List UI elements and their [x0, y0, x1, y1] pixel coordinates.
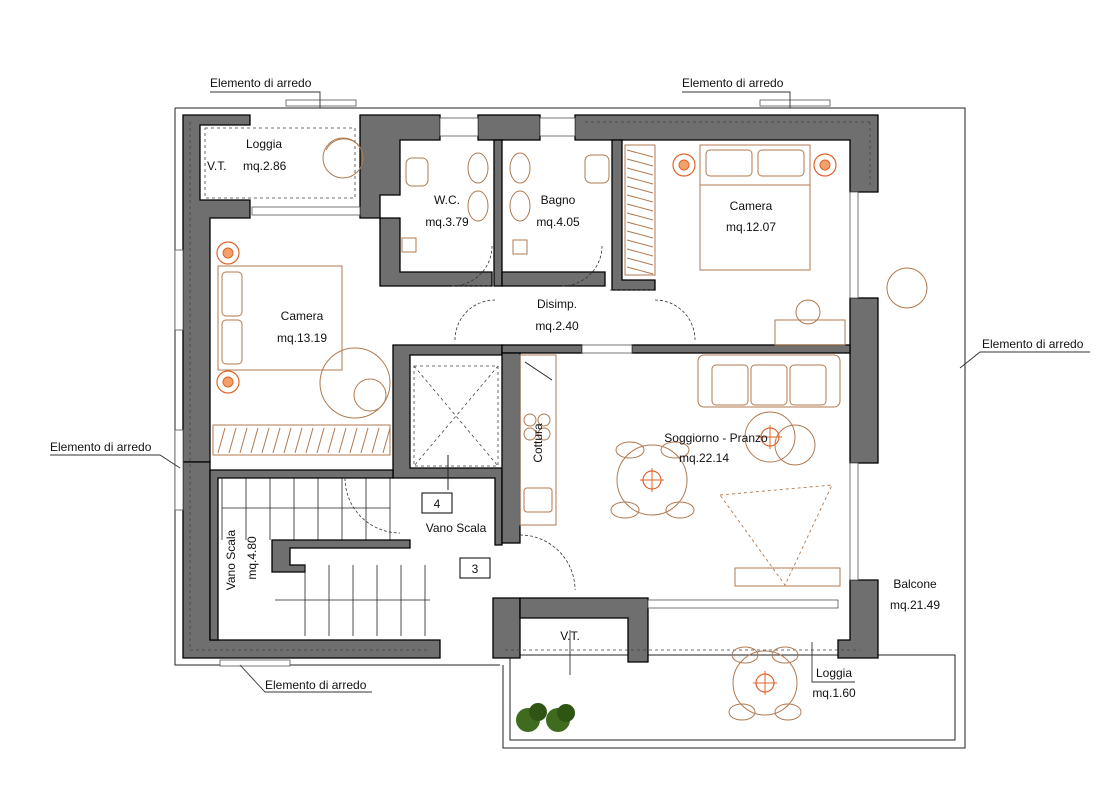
- staircase: [221, 478, 430, 636]
- label-disimp: Disimp.: [537, 297, 577, 311]
- area-soggiorno: mq.22.14: [679, 451, 729, 465]
- label-vano-scala-center: Vano Scala: [426, 521, 487, 535]
- elevator-shaft: [413, 365, 499, 490]
- callout-bottom: Elemento di arredo: [265, 678, 367, 692]
- wardrobe-hanger: [316, 427, 325, 454]
- label-camera-ne: Camera: [730, 199, 773, 213]
- area-bagno: mq.4.05: [536, 215, 580, 229]
- wardrobe-hanger: [626, 158, 654, 167]
- wardrobe-hanger: [626, 257, 654, 266]
- wardrobe-hanger: [327, 427, 336, 454]
- callout-left: Elemento di arredo: [50, 440, 152, 454]
- area-vano-scala-stairs: mq.4.80: [245, 536, 259, 580]
- wardrobe-hanger: [626, 212, 654, 221]
- wardrobe-w: [212, 424, 391, 456]
- kitchen-counter: [519, 354, 557, 526]
- exterior-walls: [182, 114, 879, 663]
- wardrobe-hanger: [272, 427, 281, 454]
- wardrobe-ne: [624, 144, 656, 276]
- area-disimp: mq.2.40: [535, 319, 579, 333]
- loggia-table: [728, 646, 802, 721]
- callout-labels: Elemento di arredo Elemento di arredo El…: [50, 76, 1084, 692]
- label-camera-w: Camera: [281, 309, 324, 323]
- area-camera-w: mq.13.19: [277, 331, 327, 345]
- area-loggia-s: mq.1.60: [812, 686, 856, 700]
- wardrobe-hanger: [283, 427, 292, 454]
- wardrobe-hanger: [371, 427, 380, 454]
- area-balcone: mq.21.49: [890, 598, 940, 612]
- wardrobe-hanger: [382, 427, 391, 454]
- label-balcone: Balcone: [893, 577, 937, 591]
- wardrobe-hanger: [626, 203, 654, 212]
- label-soggiorno: Soggiorno - Pranzo: [664, 431, 768, 445]
- area-wc: mq.3.79: [425, 215, 469, 229]
- label-vt-nw: V.T.: [207, 159, 227, 173]
- wardrobe-hanger: [626, 176, 654, 185]
- wardrobe-hanger: [250, 427, 259, 454]
- wc-fixtures: [401, 152, 489, 253]
- wardrobe-hanger: [626, 167, 654, 176]
- tv-unit: [719, 484, 841, 587]
- bagno-fixtures: [509, 152, 610, 255]
- wardrobe-hanger: [626, 230, 654, 239]
- windows: [174, 99, 859, 667]
- armchair-loggia: [322, 137, 364, 179]
- dashed-outlines: [189, 121, 871, 651]
- wardrobe-hanger: [305, 427, 314, 454]
- sofa: [697, 354, 841, 408]
- coffee-table: [744, 411, 816, 466]
- plants: [516, 703, 575, 732]
- wardrobe-hanger: [228, 427, 237, 454]
- callout-right: Elemento di arredo: [982, 337, 1084, 351]
- label-cottura: Cottura: [531, 423, 545, 463]
- label-loggia-s: Loggia: [816, 666, 852, 680]
- area-camera-ne: mq.12.07: [726, 220, 776, 234]
- wardrobe-hanger: [338, 427, 347, 454]
- wardrobe-hanger: [626, 221, 654, 230]
- wardrobe-hanger: [626, 266, 654, 275]
- label-vano-scala-stairs: Vano Scala: [224, 529, 238, 590]
- wardrobe-hanger: [239, 427, 248, 454]
- wardrobe-hanger: [294, 427, 303, 454]
- stair-number-upper: 4: [421, 492, 453, 514]
- stair-number-upper-text: 4: [434, 497, 441, 511]
- wardrobe-hanger: [626, 149, 654, 158]
- wardrobe-hanger: [360, 427, 369, 454]
- doors: [344, 245, 696, 591]
- wardrobe-hanger: [626, 239, 654, 248]
- armchair-balcony: [886, 267, 928, 309]
- dining-table: [610, 441, 695, 519]
- wardrobe-hanger: [626, 185, 654, 194]
- label-loggia-nw: Loggia: [246, 137, 282, 151]
- wardrobe-hanger: [626, 194, 654, 203]
- wardrobe-hanger: [349, 427, 358, 454]
- room-labels: Loggia mq.2.86 V.T. W.C. mq.3.79 Bagno m…: [207, 137, 940, 700]
- stair-number-lower-text: 3: [472, 562, 479, 576]
- leader-lines: [50, 91, 1090, 693]
- label-vt-s: V.T.: [560, 629, 580, 643]
- label-wc: W.C.: [434, 193, 460, 207]
- stair-number-lower: 3: [459, 557, 491, 579]
- wardrobe-hanger: [261, 427, 270, 454]
- callout-top-left: Elemento di arredo: [210, 76, 312, 90]
- wardrobe-hanger: [626, 248, 654, 257]
- bed-camera-ne: [672, 144, 846, 346]
- label-bagno: Bagno: [541, 193, 576, 207]
- wardrobe-hanger: [217, 427, 226, 454]
- bed-camera-w: [216, 241, 391, 419]
- callout-top-right: Elemento di arredo: [682, 76, 784, 90]
- area-loggia-nw: mq.2.86: [243, 159, 287, 173]
